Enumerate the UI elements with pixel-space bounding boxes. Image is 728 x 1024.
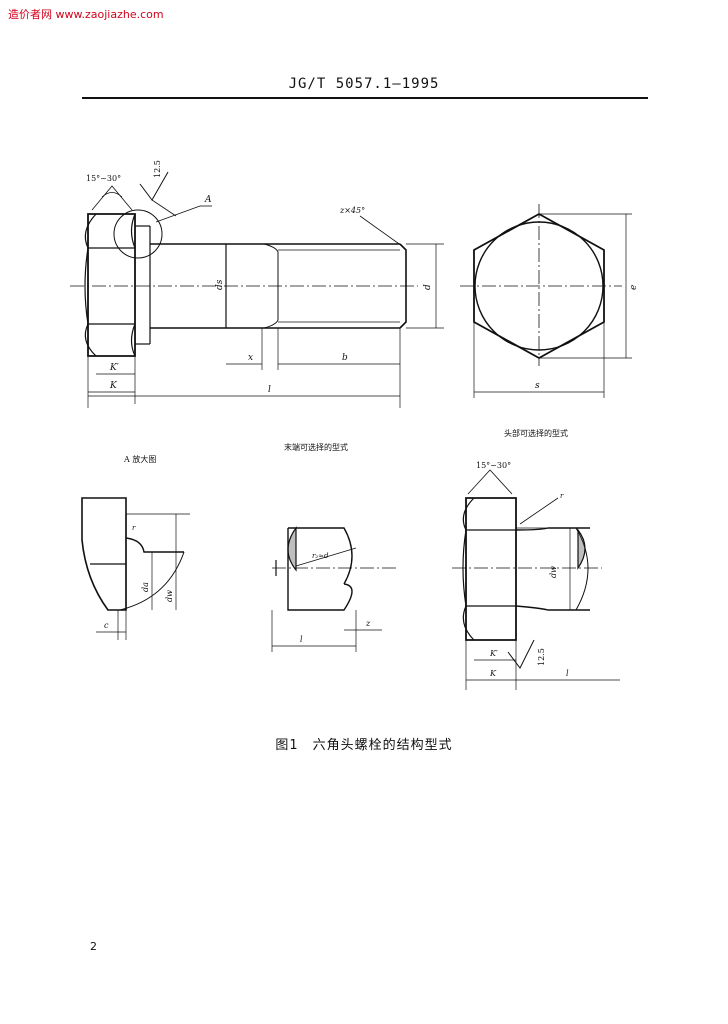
label-l2: l [300,635,303,644]
label-dw: dw [165,590,174,602]
label-e: e [629,285,639,290]
label-head-title: 头部可选择的型式 [504,428,568,438]
label-r-head: r [560,492,564,500]
label-angle-main: 15°~30° [86,174,121,183]
label-da: da [141,582,150,592]
label-enlarged-title: A 放大图 [123,454,156,464]
label-chamfer: z×45° [339,206,365,215]
label-z: z [365,619,371,628]
label-k-prime: K′ [109,363,119,373]
page-number: 2 [90,940,97,953]
label-roughness-head: 12.5 [537,648,546,666]
label-ds: ds [215,279,225,290]
main-bolt-side-view [70,171,444,408]
label-l: l [268,385,271,395]
label-c: c [104,621,109,630]
alternative-end-detail [271,526,398,652]
label-dw-head: dw [549,566,558,578]
label-b: b [342,353,348,363]
label-r-small: r [132,524,136,532]
label-detail-ref: A [204,195,212,205]
header-rule [82,97,648,99]
label-k-head: K [489,669,497,678]
detail-a-enlarged [81,497,190,640]
label-s: s [535,381,540,391]
hex-end-view [460,204,632,398]
label-k: K [109,381,118,391]
label-end-title: 末端可选择的型式 [284,442,348,452]
label-d: d [423,284,433,290]
label-k-prime-head: K′ [489,649,498,658]
label-roughness-main: 12.5 [153,160,162,178]
label-angle-head: 15°~30° [476,461,511,470]
label-x: x [248,353,253,363]
standard-code: JG/T 5057.1—1995 [288,76,440,92]
figure-caption: 图1 六角头螺栓的结构型式 [275,738,453,753]
label-l-head: l [566,669,569,678]
watermark: 造价者网 www.zaojiazhe.com [8,8,164,21]
label-rad: r₂≈d [312,552,329,560]
alternative-head-detail [452,469,620,690]
